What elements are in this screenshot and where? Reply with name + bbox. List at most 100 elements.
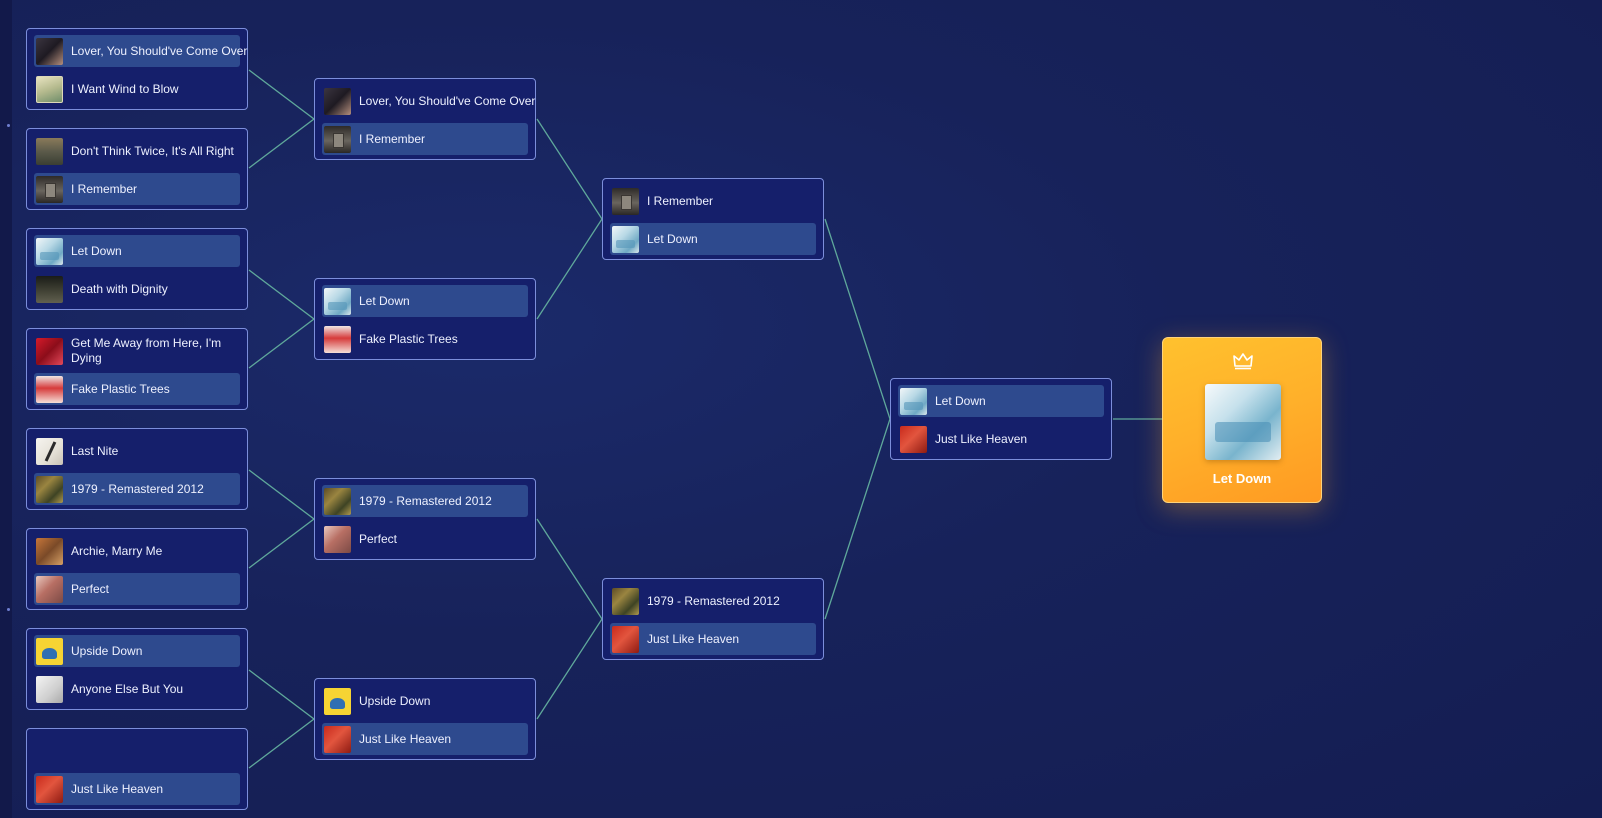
bracket-slot[interactable]: Don't Think Twice, It's All Right bbox=[34, 135, 240, 167]
bracket-slot[interactable]: I Remember bbox=[34, 173, 240, 205]
bracket-slot[interactable]: Let Down bbox=[34, 235, 240, 267]
bracket-slot[interactable]: Last Nite bbox=[34, 435, 240, 467]
okc-album-art bbox=[612, 225, 639, 253]
track-title: Let Down bbox=[359, 293, 410, 308]
crown-icon bbox=[1233, 353, 1253, 370]
track-title: 1979 - Remastered 2012 bbox=[359, 493, 492, 508]
bracket-slot[interactable]: 1979 - Remastered 2012 bbox=[322, 485, 528, 517]
track-title: Perfect bbox=[359, 531, 398, 546]
bracket-match-r1-m2: Don't Think Twice, It's All Right I Reme… bbox=[26, 128, 248, 210]
track-title: Let Down bbox=[935, 393, 986, 408]
bracket-slot[interactable]: Lover, You Should've Come Over bbox=[322, 85, 535, 117]
connector-line bbox=[248, 269, 316, 369]
edge-dot bbox=[7, 124, 10, 127]
bracket-slot[interactable]: Get Me Away from Here, I'm Dying bbox=[34, 335, 240, 367]
bracket-slot[interactable]: Anyone Else But You bbox=[34, 673, 240, 705]
bracket-match-r2-m4: Upside Down Just Like Heaven bbox=[314, 678, 536, 760]
mellon-album-art bbox=[324, 487, 351, 515]
bracket-slot[interactable]: Let Down bbox=[898, 385, 1104, 417]
bracket-slot[interactable]: Perfect bbox=[34, 573, 240, 605]
bracket-match-r1-m3: Let Down Death with Dignity bbox=[26, 228, 248, 310]
left-edge-strip bbox=[0, 0, 12, 818]
track-title: Lover, You Should've Come Over bbox=[71, 43, 248, 58]
track-title: Archie, Marry Me bbox=[71, 543, 163, 558]
track-title: Perfect bbox=[71, 581, 110, 596]
mellon-album-art bbox=[36, 475, 63, 503]
track-title: Get Me Away from Here, I'm Dying bbox=[71, 336, 222, 365]
bracket-match-r2-m2: Let Down Fake Plastic Trees bbox=[314, 278, 536, 360]
okc-album-art bbox=[1205, 384, 1281, 460]
bracket-match-r2-m1: Lover, You Should've Come Over I Remembe… bbox=[314, 78, 536, 160]
track-title: I Want Wind to Blow bbox=[71, 81, 179, 96]
jack-album-art bbox=[324, 687, 351, 715]
bracket-slot[interactable]: 1979 - Remastered 2012 bbox=[34, 473, 240, 505]
bracket-match-r1-m4: Get Me Away from Here, I'm Dying Fake Pl… bbox=[26, 328, 248, 410]
bracket-slot[interactable]: Let Down bbox=[322, 285, 528, 317]
cure-album-art bbox=[612, 625, 639, 653]
cure-album-art bbox=[36, 775, 63, 803]
bracket-slot[interactable]: Just Like Heaven bbox=[898, 423, 1104, 455]
track-title: Upside Down bbox=[359, 693, 431, 708]
bracket-match-r1-m6: Archie, Marry Me Perfect bbox=[26, 528, 248, 610]
track-title: Don't Think Twice, It's All Right bbox=[71, 143, 234, 158]
remember-album-art bbox=[36, 175, 63, 203]
remember-album-art bbox=[324, 125, 351, 153]
bracket-match-final: Let Down Just Like Heaven bbox=[890, 378, 1112, 460]
jack-album-art bbox=[36, 637, 63, 665]
connector-line bbox=[536, 518, 603, 720]
lover-album-art bbox=[324, 87, 351, 115]
bracket-slot[interactable]: 1979 - Remastered 2012 bbox=[610, 585, 816, 617]
bracket-slot[interactable]: I Remember bbox=[322, 123, 528, 155]
perfect-album-art bbox=[36, 575, 63, 603]
cure-album-art bbox=[900, 425, 927, 453]
strokes-album-art bbox=[36, 437, 63, 465]
okc-album-art bbox=[900, 387, 927, 415]
track-title: Fake Plastic Trees bbox=[359, 331, 458, 346]
perfect-album-art bbox=[324, 525, 351, 553]
bracket-slot[interactable]: I Remember bbox=[610, 185, 816, 217]
bracket-slot[interactable]: I Want Wind to Blow bbox=[34, 73, 240, 105]
okc-album-art bbox=[324, 287, 351, 315]
bracket-slot[interactable]: Archie, Marry Me bbox=[34, 535, 240, 567]
bracket-slot[interactable]: Upside Down bbox=[34, 635, 240, 667]
track-title: Death with Dignity bbox=[71, 281, 168, 296]
bracket-match-r3-m1: I Remember Let Down bbox=[602, 178, 824, 260]
track-title: I Remember bbox=[359, 131, 426, 146]
anyone-album-art bbox=[36, 675, 63, 703]
track-title: Just Like Heaven bbox=[935, 431, 1028, 446]
wind-album-art bbox=[36, 75, 63, 103]
bracket-slot[interactable]: Fake Plastic Trees bbox=[322, 323, 528, 355]
bracket-match-r1-m8: Just Like Heaven bbox=[26, 728, 248, 810]
bracket-slot[interactable]: Let Down bbox=[610, 223, 816, 255]
mbv-album-art bbox=[36, 337, 63, 365]
bracket-slot[interactable]: Upside Down bbox=[322, 685, 528, 717]
bracket-match-r1-m7: Upside Down Anyone Else But You bbox=[26, 628, 248, 710]
edge-dot bbox=[7, 608, 10, 611]
bracket-slot[interactable]: Just Like Heaven bbox=[34, 773, 240, 805]
bracket-slot-empty bbox=[34, 735, 240, 767]
connector-line bbox=[248, 669, 316, 769]
track-title: I Remember bbox=[647, 193, 714, 208]
track-title: Upside Down bbox=[71, 643, 143, 658]
connector-line bbox=[824, 218, 891, 620]
bracket-slot[interactable]: Fake Plastic Trees bbox=[34, 373, 240, 405]
connector-line bbox=[248, 469, 316, 569]
connector-line bbox=[536, 118, 603, 320]
bracket-slot[interactable]: Lover, You Should've Come Over bbox=[34, 35, 247, 67]
bracket-match-r1-m1: Lover, You Should've Come Over I Want Wi… bbox=[26, 28, 248, 110]
track-title: I Remember bbox=[71, 181, 138, 196]
bends-album-art bbox=[324, 325, 351, 353]
remember-album-art bbox=[612, 187, 639, 215]
track-title: Just Like Heaven bbox=[647, 631, 740, 646]
bracket-slot[interactable]: Just Like Heaven bbox=[610, 623, 816, 655]
dignity-album-art bbox=[36, 275, 63, 303]
bracket-slot[interactable]: Just Like Heaven bbox=[322, 723, 528, 755]
bracket-slot[interactable]: Perfect bbox=[322, 523, 528, 555]
track-title: Just Like Heaven bbox=[359, 731, 452, 746]
bracket-slot[interactable]: Death with Dignity bbox=[34, 273, 240, 305]
track-title: Fake Plastic Trees bbox=[71, 381, 170, 396]
champion-card: Let Down bbox=[1162, 337, 1322, 503]
cure-album-art bbox=[324, 725, 351, 753]
mellon-album-art bbox=[612, 587, 639, 615]
track-title: Lover, You Should've Come Over bbox=[359, 93, 536, 108]
